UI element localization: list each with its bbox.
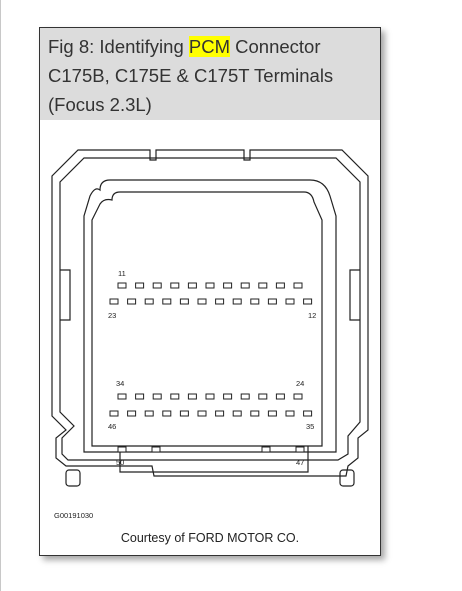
terminal-row1-8: [240, 282, 250, 289]
part-number: G00191030: [54, 511, 93, 520]
terminal-row4-1: [109, 410, 119, 417]
pin-label-12: 12: [308, 311, 316, 320]
terminal-row2-2: [127, 298, 137, 305]
terminal-row2-6: [197, 298, 207, 305]
terminal-row3-10: [275, 393, 285, 400]
terminal-row3-8: [240, 393, 250, 400]
terminal-row4-12: [303, 410, 313, 417]
terminal-row3-4: [170, 393, 180, 400]
pin-label-35: 35: [306, 422, 314, 431]
connector-diagram: 11 23 12 34 24 46 35 50 47 G00191030: [51, 149, 369, 520]
terminal-row4-4: [162, 410, 172, 417]
terminal-row2-8: [232, 298, 242, 305]
terminal-row4-2: [127, 410, 137, 417]
pin-label-47: 47: [296, 458, 304, 467]
terminal-row4-8: [232, 410, 242, 417]
terminal-49: [151, 446, 161, 453]
terminal-row4-7: [215, 410, 225, 417]
pin-labels: 11 23 12 34 24 46 35 50 47: [108, 269, 316, 467]
caption-line-3: (Focus 2.3L): [48, 94, 152, 115]
terminal-50: [117, 446, 127, 453]
terminal-row4-5: [179, 410, 189, 417]
pin-rows: [109, 282, 313, 453]
terminal-row1-3: [152, 282, 162, 289]
terminal-row2-1: [109, 298, 119, 305]
terminal-row3-3: [152, 393, 162, 400]
pin-label-46: 46: [108, 422, 116, 431]
terminal-row2-3: [144, 298, 154, 305]
terminal-row1-7: [223, 282, 233, 289]
figure-card: Fig 8: Identifying PCM Connector C175B, …: [39, 27, 381, 556]
terminal-48: [261, 446, 271, 453]
connector-housing: [51, 149, 369, 487]
terminal-row4-10: [267, 410, 277, 417]
image-credit: Courtesy of FORD MOTOR CO.: [120, 531, 300, 545]
terminal-row3-2: [135, 393, 145, 400]
caption-highlight-pcm: PCM: [188, 36, 231, 57]
terminal-47: [295, 446, 305, 453]
terminal-row1-5: [187, 282, 197, 289]
terminal-row2-12: [303, 298, 313, 305]
caption-suffix: Connector: [230, 36, 321, 57]
terminal-row3-1: [117, 393, 127, 400]
caption-line-1: Fig 8: Identifying PCM Connector: [48, 32, 372, 61]
pin-label-34: 34: [116, 379, 124, 388]
terminal-row2-11: [285, 298, 295, 305]
page-left-rule: [0, 0, 1, 591]
terminal-row2-4: [162, 298, 172, 305]
terminal-row1-11: [293, 282, 303, 289]
terminal-row2-7: [215, 298, 225, 305]
pin-label-50: 50: [116, 458, 124, 467]
terminal-row1-2: [135, 282, 145, 289]
terminal-row3-9: [258, 393, 268, 400]
terminal-row2-5: [179, 298, 189, 305]
pin-label-24: 24: [296, 379, 304, 388]
figure-caption: Fig 8: Identifying PCM Connector C175B, …: [40, 28, 380, 120]
terminal-row2-9: [250, 298, 260, 305]
terminal-row2-10: [267, 298, 277, 305]
terminal-row4-6: [197, 410, 207, 417]
terminal-row1-1: [117, 282, 127, 289]
pin-label-11: 11: [118, 269, 126, 278]
terminal-row3-11: [293, 393, 303, 400]
terminal-row1-4: [170, 282, 180, 289]
pin-label-23: 23: [108, 311, 116, 320]
caption-line-2: C175B, C175E & C175T Terminals: [48, 65, 334, 86]
terminal-row4-9: [250, 410, 260, 417]
terminal-row1-10: [275, 282, 285, 289]
terminal-row1-9: [258, 282, 268, 289]
caption-prefix: Fig 8: Identifying: [48, 36, 189, 57]
terminal-row4-3: [144, 410, 154, 417]
terminal-row4-11: [285, 410, 295, 417]
terminal-row3-5: [187, 393, 197, 400]
terminal-row1-6: [205, 282, 215, 289]
terminal-row3-6: [205, 393, 215, 400]
terminal-row3-7: [223, 393, 233, 400]
